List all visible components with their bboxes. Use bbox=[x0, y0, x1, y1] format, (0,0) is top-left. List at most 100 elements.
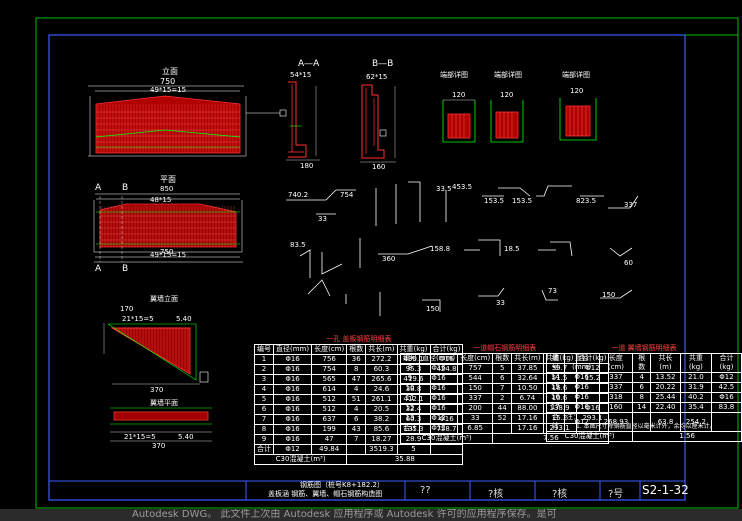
table-cell: 3519.3 bbox=[365, 444, 398, 455]
table-cell: 15 bbox=[546, 382, 565, 393]
rebar-label: 83.5 bbox=[290, 241, 306, 249]
detail2-title: 端部详图 bbox=[494, 71, 522, 79]
rebar-label: 33 bbox=[496, 299, 505, 307]
outer-frame bbox=[35, 17, 739, 509]
table-header-cell: 编号 bbox=[546, 353, 565, 373]
table-cell: Φ16 bbox=[418, 403, 459, 414]
detail3-top-dim: 120 bbox=[570, 87, 584, 95]
detail-2-view bbox=[490, 100, 524, 143]
rebar-label: 360 bbox=[382, 255, 396, 263]
table-footer-value: 35.88 bbox=[346, 454, 464, 465]
table-cell: Φ16 bbox=[563, 392, 600, 403]
table-header-cell: 根数 bbox=[346, 344, 367, 355]
table-cell: 25.44 bbox=[650, 392, 681, 403]
table-footer-row: C30混凝土(m³)1.56 bbox=[545, 431, 742, 442]
table-cell: Φ16 bbox=[272, 394, 313, 405]
section-aa-title: A—A bbox=[298, 59, 320, 69]
table-header-cell: 直径(mm) bbox=[272, 344, 313, 355]
slab-rebar-table-caption: 一孔 盖板钢筋明细表 bbox=[326, 335, 392, 343]
table-cell: 2 bbox=[492, 393, 513, 404]
table-cell: 754 bbox=[311, 364, 348, 375]
table-header-cell: 直径(mm) bbox=[563, 353, 600, 373]
wingwall-plan-view bbox=[110, 407, 212, 442]
table-footer-label: C30混凝土(m³) bbox=[253, 454, 348, 465]
table-cell: Φ16 bbox=[272, 434, 313, 445]
rebar-label: 153.5 bbox=[512, 197, 533, 205]
table-cell: 31.9 bbox=[679, 382, 712, 393]
table-cell: 565 bbox=[311, 374, 348, 385]
table-cell: 3 bbox=[254, 374, 274, 385]
table-cell: Φ16 bbox=[272, 384, 313, 395]
table-cell: Φ16 bbox=[272, 354, 313, 365]
table-cell: 337 bbox=[598, 382, 634, 393]
status-bar-text: Autodesk DWG。 此文件上次由 Autodesk 应用程序或 Auto… bbox=[132, 509, 557, 520]
wingwall-plan-title: 翼墙平面 bbox=[150, 399, 178, 407]
table-cell: 8 bbox=[254, 424, 274, 435]
table-header-cell: 编号 bbox=[254, 344, 274, 355]
table-cell: Φ16 bbox=[272, 374, 313, 385]
table-cell: 756 bbox=[311, 354, 348, 365]
table-cell: 17.16 bbox=[511, 423, 544, 434]
table-cell: 265.6 bbox=[365, 374, 398, 385]
detail1-top-dim: 120 bbox=[452, 91, 466, 99]
table-header-cell: 根数 bbox=[632, 353, 652, 373]
wingwall-plan-total: 370 bbox=[152, 442, 166, 450]
table-cell: 6 bbox=[492, 373, 513, 384]
table-cell: 37.85 bbox=[511, 363, 544, 374]
title-block bbox=[49, 480, 685, 500]
table-cell: 337 bbox=[457, 393, 494, 404]
rebar-label: 453.5 bbox=[452, 183, 473, 191]
note-text: 1. 本图尺寸除钢筋直径以毫米计外，余均以厘米计。 bbox=[576, 423, 716, 430]
table-cell: 22.40 bbox=[650, 402, 681, 413]
detail-1-view bbox=[442, 99, 476, 143]
table-cell: 512 bbox=[311, 394, 348, 405]
rebar-label: 823.5 bbox=[576, 197, 597, 205]
note-label: 注： bbox=[566, 413, 580, 421]
table-cell: 10.50 bbox=[511, 383, 544, 394]
table-cell: 512 bbox=[311, 404, 348, 415]
rebar-label: 740.2 bbox=[288, 191, 309, 199]
title-cell-1: ?? bbox=[420, 485, 431, 496]
table-cell: 337 bbox=[598, 372, 634, 383]
table-cell: Φ16 bbox=[710, 392, 742, 403]
table-cell: 33 bbox=[457, 413, 494, 424]
rebar-label: 33.5 bbox=[436, 185, 452, 193]
table-cell: Φ12 bbox=[418, 413, 459, 424]
wingwall-bottom-dim: 370 bbox=[150, 386, 164, 394]
table-cell: 20.5 bbox=[365, 404, 398, 415]
table-cell: 614 bbox=[311, 384, 348, 395]
table-header-cell: 直径(mm) bbox=[418, 353, 459, 364]
section-mark-b-top: B bbox=[122, 183, 129, 193]
table-cell: 9 bbox=[400, 373, 420, 384]
title-cell-3: ?核 bbox=[552, 489, 568, 500]
wingwall-elev-title: 翼墙立面 bbox=[150, 295, 178, 303]
title-cell-4: ?号 bbox=[608, 489, 624, 500]
wingwall-top-dim: 170 bbox=[120, 305, 134, 313]
plan-view bbox=[93, 193, 243, 263]
table-cell: 160 bbox=[598, 402, 634, 413]
table-cell bbox=[346, 444, 367, 455]
table-cell: 544 bbox=[457, 373, 494, 384]
plan-title: 平面 bbox=[160, 175, 176, 184]
table-header-cell: 合计(kg) bbox=[710, 353, 742, 373]
table-cell: 32.64 bbox=[511, 373, 544, 384]
table-cell: 43 bbox=[346, 424, 367, 435]
rebar-label: 153.5 bbox=[484, 197, 505, 205]
table-cell: 47 bbox=[346, 374, 367, 385]
table-cell: 85.6 bbox=[365, 424, 398, 435]
table-header-cell: 根数 bbox=[492, 353, 513, 364]
table-cell: 6 bbox=[632, 382, 652, 393]
table-cell: Φ12 bbox=[272, 444, 313, 455]
table-cell: 13 bbox=[400, 413, 420, 424]
table-cell bbox=[429, 444, 464, 455]
table-cell: 60.3 bbox=[365, 364, 398, 375]
table-cell: 6 bbox=[254, 404, 274, 415]
section-mark-b-bottom: B bbox=[122, 264, 129, 274]
table-cell: 1 bbox=[254, 354, 274, 365]
table-header-cell: 共长(m) bbox=[365, 344, 398, 355]
